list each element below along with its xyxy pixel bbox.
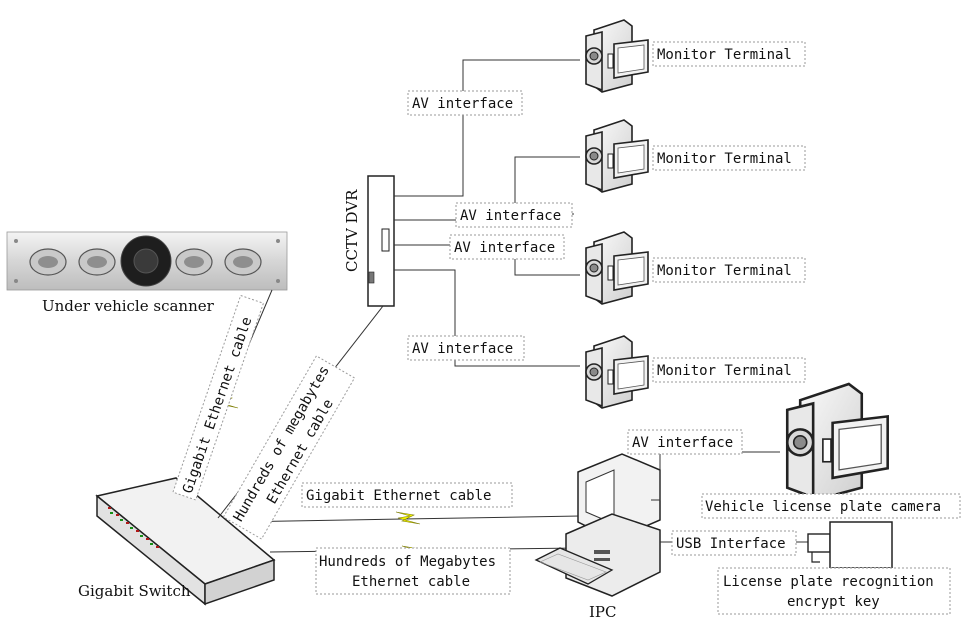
svg-text:encrypt key: encrypt key	[787, 594, 880, 610]
under-vehicle-scanner-label: Under vehicle scanner	[42, 297, 215, 315]
monitor-terminal-label: Monitor Terminal	[652, 145, 806, 171]
vehicle-license-plate-camera-label: Vehicle license plate camera	[701, 493, 961, 519]
av-interface-label: AV interface	[407, 90, 523, 116]
monitor-terminal-4	[585, 335, 649, 409]
license-plate-key-label: License plate recognition encrypt key	[717, 567, 951, 615]
svg-text:License plate recognition: License plate recognition	[723, 574, 934, 590]
svg-text:Vehicle license plate camera: Vehicle license plate camera	[705, 499, 941, 515]
vehicle-license-plate-camera	[785, 382, 889, 502]
svg-text:Monitor Terminal: Monitor Terminal	[657, 263, 792, 279]
usb-interface-label: USB Interface	[671, 530, 797, 556]
svg-text:Monitor Terminal: Monitor Terminal	[657, 47, 792, 63]
svg-text:AV interface: AV interface	[460, 208, 561, 224]
dvr-av-wiring	[394, 59, 580, 367]
svg-text:Gigabit Ethernet cable: Gigabit Ethernet cable	[306, 488, 491, 504]
license-plate-recognition-key	[807, 521, 893, 569]
ipc-gigabit-cable-label: Gigabit Ethernet cable	[301, 482, 513, 508]
svg-text:Ethernet cable: Ethernet cable	[352, 574, 470, 590]
cctv-dvr	[367, 175, 395, 307]
svg-text:Monitor Terminal: Monitor Terminal	[657, 151, 792, 167]
ipc-hundreds-cable-label: Hundreds of Megabytes Ethernet cable	[315, 547, 511, 595]
ipc	[534, 453, 661, 597]
monitor-terminal-label: Monitor Terminal	[652, 41, 806, 67]
gigabit-switch	[95, 477, 276, 606]
svg-text:Hundreds of Megabytes: Hundreds of Megabytes	[319, 554, 496, 570]
av-interface-label: AV interface	[449, 234, 565, 260]
av-interface-label: AV interface	[455, 202, 573, 228]
monitor-terminal-label: Monitor Terminal	[652, 357, 806, 383]
svg-text:AV interface: AV interface	[412, 96, 513, 112]
svg-text:Monitor Terminal: Monitor Terminal	[657, 363, 792, 379]
monitor-terminal-label: Monitor Terminal	[652, 257, 806, 283]
scanner-cable-label: Gigabit Ethernet cable	[172, 294, 265, 501]
monitor-terminal-3	[585, 231, 649, 305]
cctv-dvr-label: CCTV DVR	[343, 189, 361, 272]
dvr-cable-label: Hundreds of megabytes Ethernet cable	[222, 355, 356, 540]
monitor-terminal-1	[585, 19, 649, 93]
svg-text:AV interface: AV interface	[632, 435, 733, 451]
ipc-label: IPC	[589, 603, 617, 621]
gigabit-switch-label: Gigabit Switch	[78, 582, 191, 600]
ipc-av-interface-label: AV interface	[627, 429, 743, 455]
svg-text:USB Interface: USB Interface	[676, 536, 786, 552]
monitor-terminal-2	[585, 119, 649, 193]
av-interface-label: AV interface	[407, 335, 525, 361]
svg-text:Gigabit Ethernet cable: Gigabit Ethernet cable	[180, 315, 256, 496]
under-vehicle-scanner	[6, 231, 288, 291]
svg-text:AV interface: AV interface	[412, 341, 513, 357]
svg-text:AV interface: AV interface	[454, 240, 555, 256]
